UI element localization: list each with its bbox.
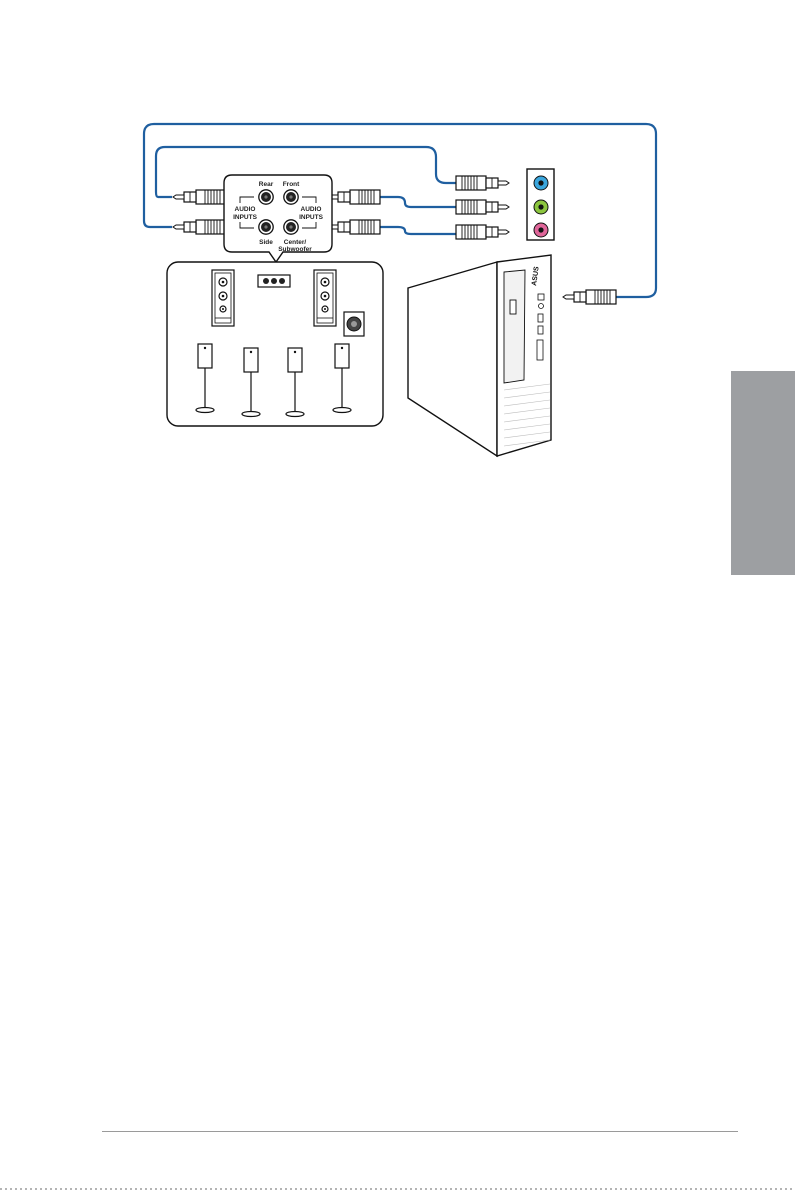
label-right-inputs: INPUTS xyxy=(299,214,324,221)
speaker-group-panel xyxy=(167,262,383,426)
footer-rule xyxy=(102,1131,738,1132)
jack-front xyxy=(284,190,298,204)
label-left-inputs: INPUTS xyxy=(233,214,258,221)
cable-front xyxy=(380,197,456,207)
label-side: Side xyxy=(259,239,273,246)
jack-side xyxy=(259,220,273,234)
cable-center-subwoofer xyxy=(380,227,456,234)
bottom-dotted-edge xyxy=(0,1188,795,1190)
plug-center-cable xyxy=(327,220,380,234)
audio-input-panel: Rear Front Side Center/ Subwoofer AUDIO … xyxy=(224,175,332,262)
label-subwoofer: Subwoofer xyxy=(278,246,312,253)
jack-rear xyxy=(259,190,273,204)
plug-pc-line-out xyxy=(456,200,509,214)
jack-mic-in xyxy=(534,223,548,237)
label-left-audio: AUDIO xyxy=(235,206,256,213)
plug-pc-mic-in xyxy=(456,225,509,239)
label-center: Center/ xyxy=(284,239,307,246)
plug-rear-cable xyxy=(173,190,226,204)
front-right-tower-speaker xyxy=(314,270,336,326)
plug-side-cable xyxy=(173,220,226,234)
pc-tower: ASUS xyxy=(408,255,551,456)
label-front: Front xyxy=(283,181,300,188)
pc-audio-jack-block xyxy=(527,169,554,240)
plug-pc-front-panel xyxy=(563,290,616,304)
subwoofer-icon xyxy=(344,312,364,336)
jack-line-out xyxy=(534,200,548,214)
label-rear: Rear xyxy=(259,181,274,188)
speaker-connector-icon xyxy=(258,275,290,287)
chapter-side-tab xyxy=(731,371,795,575)
plug-pc-line-in xyxy=(456,176,509,190)
jack-line-in xyxy=(534,176,548,190)
jack-center-subwoofer xyxy=(284,220,298,234)
label-right-audio: AUDIO xyxy=(301,206,322,213)
plug-front-cable xyxy=(327,190,380,204)
front-left-tower-speaker xyxy=(212,270,234,326)
